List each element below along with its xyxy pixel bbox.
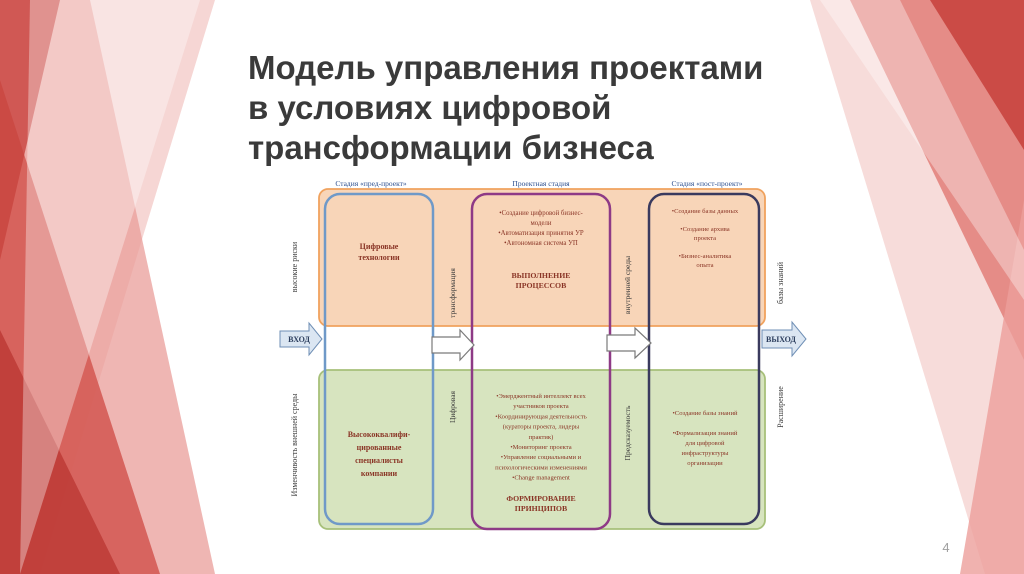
diagram-text-line: •Управление социальными и xyxy=(501,454,582,461)
column-pre-project xyxy=(323,192,435,526)
diagram-text-line: технологии xyxy=(358,253,400,262)
deco-shape xyxy=(0,330,120,574)
diagram-text-line: Цифровые xyxy=(360,242,399,251)
diagram-text-line: •Бизнес-аналитика xyxy=(679,253,732,260)
deco-shape xyxy=(0,0,60,260)
diagram-text-line: •Создание базы данных xyxy=(672,208,739,215)
diagram-text-line: •Координирующая деятельность xyxy=(495,413,586,420)
diagram-text-line: модели xyxy=(530,220,551,227)
diagram-text-line: проекта xyxy=(694,235,716,242)
project-stage-top-items: •Создание цифровой бизнес-модели •Автомат… xyxy=(498,210,584,247)
diagram-text-line: опыта xyxy=(696,262,713,269)
stage-pre-label: Стадия «пред-проект» xyxy=(335,179,407,188)
stage-post-label: Стадия «пост-проект» xyxy=(671,179,742,188)
title-line: трансформации бизнеса xyxy=(248,129,654,166)
pre-project-top-text: Цифровые технологии xyxy=(358,242,400,262)
deco-shape xyxy=(850,0,1024,360)
diagram-text-line: •Автоматизация принятия УР xyxy=(498,230,584,237)
diagram-text-line: компании xyxy=(361,469,398,478)
gap1-top-vertical-label: трансформация xyxy=(448,268,457,318)
deco-shape xyxy=(820,0,1024,300)
diagram-text-line: психологическими изменениями xyxy=(495,464,587,471)
left-bottom-vertical-label: Изменчивость внешней среды xyxy=(290,393,299,497)
diagram-text-line: (кураторы проекта, лидеры xyxy=(503,424,580,431)
diagram-text-line: специалисты xyxy=(355,456,404,465)
diagram-text-line: практик) xyxy=(529,434,554,441)
transition-arrow xyxy=(606,326,652,360)
deco-shape xyxy=(960,200,1024,574)
gap2-bottom-vertical-label: Предсказуемость xyxy=(623,405,632,460)
left-top-vertical-label: высокие риски xyxy=(290,241,299,292)
diagram-text-line: для цифровой xyxy=(685,440,725,447)
diagram-text-line: ВЫПОЛНЕНИЕ xyxy=(511,271,570,280)
diagram-text-line: инфраструктуры xyxy=(682,450,729,457)
diagram-text-line: Высококвалифи- xyxy=(348,430,411,439)
slide-title: Модель управления проектами в условиях ц… xyxy=(248,48,848,168)
diagram-text-line: •Создание цифровой бизнес- xyxy=(499,210,583,217)
diagram-text-line: организации xyxy=(687,460,723,467)
deco-shape xyxy=(930,0,1024,150)
stage-mid-label: Проектная стадия xyxy=(512,179,570,188)
diagram-text-line: •Мониторинг проекта xyxy=(510,444,571,451)
diagram-text-line: участников проекта xyxy=(513,403,569,410)
diagram-text-line: •Формализация знаний xyxy=(673,430,738,437)
diagram-text-line: •Создание архива xyxy=(680,226,729,233)
input-arrow xyxy=(279,321,323,357)
column-project-stage xyxy=(470,192,612,531)
pre-project-bottom-text: Высококвалифи-цированные специалисты компа… xyxy=(348,430,411,478)
diagram-text-line: ФОРМИРОВАНИЕ xyxy=(506,494,575,503)
diagram-text-line: •Эмерджентный интеллект всех xyxy=(496,393,586,400)
diagram-text-line: цированные xyxy=(357,443,402,452)
post-project-bottom-items: •Создание базы знаний •Формализация знани… xyxy=(672,410,737,467)
title-line: Модель управления проектами xyxy=(248,49,764,86)
diagram-text-line: •Change management xyxy=(512,475,570,482)
project-management-diagram: Стадия «пред-проект» Проектная стадия Ст… xyxy=(279,179,807,531)
output-arrow xyxy=(761,320,807,358)
diagram-text-line: •Создание базы знаний xyxy=(672,410,737,417)
project-stage-bottom-items: •Эмерджентный интеллект всех участников п… xyxy=(495,393,587,482)
zone-top-orange xyxy=(318,188,766,327)
deco-shape xyxy=(20,0,200,574)
gap1-bottom-vertical-label: Цифровая xyxy=(448,390,457,423)
right-top-vertical-label: базы знаний xyxy=(776,261,785,304)
diagram-text-line: •Автономная система УП xyxy=(504,240,578,247)
column-post-project xyxy=(647,192,761,526)
gap2-top-vertical-label: внутренней среды xyxy=(623,256,632,314)
input-label: ВХОД xyxy=(288,335,310,344)
right-bottom-vertical-label: Расширение xyxy=(776,386,785,428)
title-line: в условиях цифровой xyxy=(248,89,612,126)
page-number: 4 xyxy=(942,540,950,555)
output-label: ВЫХОД xyxy=(766,335,796,344)
transition-arrow xyxy=(431,328,475,362)
diagram-text-line: ПРОЦЕССОВ xyxy=(516,281,567,290)
post-project-top-items: •Создание базы данных •Создание архива про… xyxy=(672,208,739,269)
diagram-text-line: ПРИНЦИПОВ xyxy=(515,504,567,513)
